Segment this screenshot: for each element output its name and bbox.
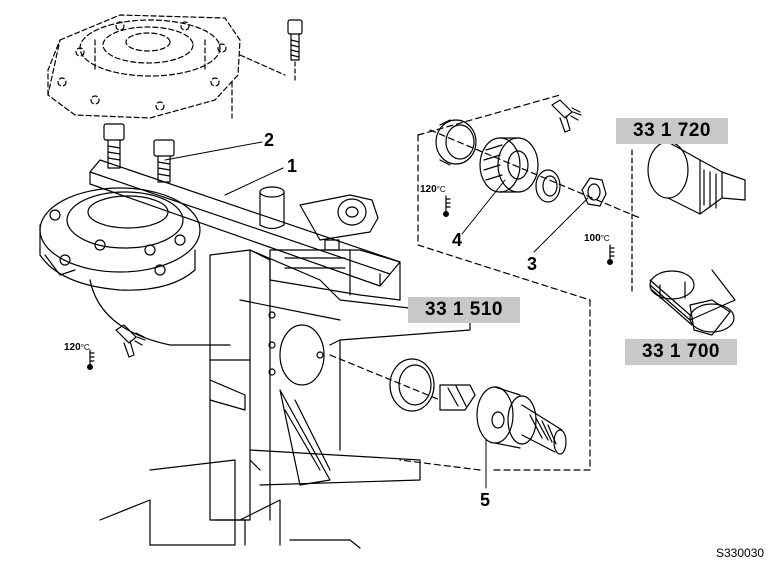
temperature-label-120-left: 120°C	[64, 342, 90, 353]
thermometer-icon	[86, 349, 95, 371]
bar-nut	[324, 239, 340, 251]
temperature-value: 100	[584, 233, 601, 244]
figure-id: S330030	[716, 546, 765, 560]
part-axis	[429, 129, 641, 219]
callout-2: 2	[264, 130, 275, 150]
callout-5: 5	[480, 490, 491, 510]
temperature-unit: °C	[80, 343, 90, 352]
support-stand	[209, 249, 471, 521]
callout-leader-lines	[164, 141, 589, 489]
temperature-label-120-right: 120°C	[420, 184, 446, 195]
thermometer-icon	[606, 244, 615, 266]
pinion-seal-ring	[389, 358, 435, 412]
socket-tool-720	[647, 141, 746, 215]
heat-gun-icon	[115, 324, 146, 358]
slotted-nut	[479, 137, 539, 193]
alignment-pin	[259, 186, 285, 230]
callout-1: 1	[287, 156, 298, 176]
temperature-unit: °C	[600, 234, 610, 243]
temperature-value: 120	[420, 184, 437, 195]
assembly-dashed-frame	[329, 94, 591, 471]
base-block	[99, 459, 361, 549]
tool-label-331700: 33 1 700	[625, 339, 737, 365]
bar-roller	[299, 194, 379, 241]
temperature-unit: °C	[436, 185, 446, 194]
temperature-value: 120	[64, 342, 81, 353]
hub-bolt	[287, 19, 303, 61]
tool-label-331510: 33 1 510	[408, 297, 520, 323]
callout-3: 3	[527, 254, 538, 274]
temperature-label-100: 100°C	[584, 233, 610, 244]
heat-gun-icon	[551, 99, 582, 133]
ghost-wheel-hub	[47, 14, 286, 119]
seal-ring	[435, 119, 477, 166]
washer	[535, 169, 561, 203]
hex-nut	[581, 177, 607, 207]
socket-tool-700	[649, 269, 736, 336]
pinion-shaft	[439, 384, 567, 455]
holding-bar	[89, 159, 401, 287]
final-drive-housing	[39, 187, 231, 346]
tool-label-331720: 33 1 720	[616, 118, 728, 144]
thermometer-icon	[443, 195, 451, 218]
callout-4: 4	[452, 230, 463, 250]
